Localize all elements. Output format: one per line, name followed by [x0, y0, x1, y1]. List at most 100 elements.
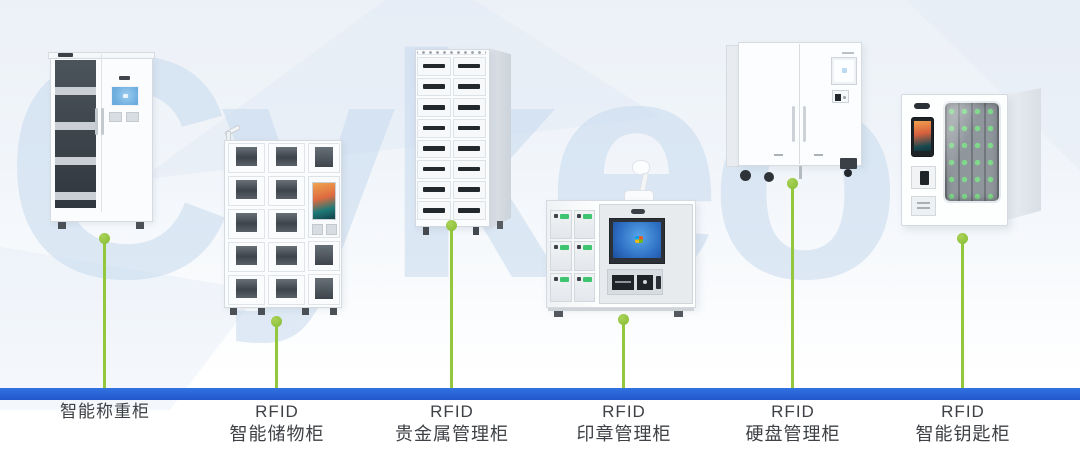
label-seal-cabinet: RFID 印章管理柜 — [534, 402, 714, 445]
label-weighing-cabinet: 智能称重柜 — [15, 402, 195, 422]
card-reader — [832, 90, 849, 103]
label-precious-metal-cabinet: RFID 贵金属管理柜 — [362, 402, 542, 445]
control-screen — [832, 58, 856, 84]
cabinet-foot — [230, 308, 237, 315]
control-panel — [607, 269, 663, 295]
cabinet-body — [738, 42, 862, 166]
locker-cell — [228, 209, 265, 239]
label-line: 智能钥匙柜 — [915, 424, 1011, 444]
connector-dot — [271, 316, 282, 327]
precious-metal-cabinet-image — [415, 45, 513, 237]
cabinet-foot — [58, 222, 66, 229]
cabinet-foot — [258, 308, 265, 315]
locker-cell — [228, 176, 265, 206]
cabinet-foot — [674, 311, 683, 317]
connector-line — [446, 220, 457, 388]
speaker-vent — [914, 103, 930, 109]
label-line: 硬盘管理柜 — [745, 424, 841, 444]
locker-cell — [550, 210, 572, 240]
cabinet-base — [548, 308, 694, 311]
cabinet-leg — [799, 166, 802, 179]
locker-cell — [452, 139, 486, 159]
door-handle — [792, 106, 795, 142]
card-reader — [326, 224, 337, 235]
locker-cell — [452, 98, 486, 117]
connector-line — [271, 316, 282, 388]
windows-screen — [613, 222, 661, 258]
locker-cell — [268, 275, 305, 305]
label-line: 智能储物柜 — [229, 424, 325, 444]
locker-cell — [452, 57, 486, 76]
locker-grid — [228, 143, 305, 305]
locker-cell — [228, 275, 265, 305]
reader-slot — [637, 275, 653, 290]
locker-cell — [417, 180, 451, 200]
door-seam — [799, 44, 800, 164]
caster-wheel — [844, 169, 852, 177]
cabinet-side — [490, 48, 511, 229]
label-line: RFID — [771, 402, 815, 421]
vent — [814, 154, 823, 156]
locker-cell — [268, 176, 305, 206]
locker-cell — [308, 143, 340, 173]
locker-cell — [417, 139, 451, 159]
locker-cell — [417, 98, 451, 117]
label-storage-locker: RFID 智能储物柜 — [187, 402, 367, 445]
card-reader — [126, 112, 139, 122]
cabinet-side — [1007, 88, 1041, 220]
keypad-box — [911, 196, 936, 216]
locker-grid — [550, 210, 595, 302]
control-panel — [308, 176, 340, 238]
cabinet-foot — [423, 227, 429, 235]
caster-wheel — [764, 172, 774, 182]
locker-cell — [268, 209, 305, 239]
connector-line — [787, 178, 798, 388]
label-line: RFID — [430, 402, 474, 421]
door-handle — [803, 106, 806, 142]
locker-cell — [228, 143, 265, 173]
locker-cell — [268, 143, 305, 173]
connector-line — [957, 233, 968, 388]
card-reader — [109, 112, 122, 122]
vent — [58, 53, 73, 57]
label-line: RFID — [941, 402, 985, 421]
locker-cell — [573, 210, 595, 240]
locker-cell — [228, 242, 265, 272]
led-indicator-row — [417, 46, 486, 55]
control-screen — [911, 117, 934, 157]
label-line: 智能称重柜 — [60, 402, 150, 421]
timeline-bar — [0, 388, 1080, 400]
connector-dot — [99, 233, 110, 244]
locker-cell — [452, 180, 486, 200]
cabinet-foot — [302, 308, 309, 315]
door-handle — [101, 108, 104, 135]
label-hard-drive-cabinet: RFID 硬盘管理柜 — [703, 402, 883, 445]
locker-cell — [550, 272, 572, 302]
locker-cell — [308, 241, 340, 271]
cabinet-foot — [497, 221, 503, 229]
locker-cell — [452, 160, 486, 179]
locker-cell — [417, 77, 451, 97]
power-unit — [840, 158, 857, 169]
label-line: 贵金属管理柜 — [395, 424, 509, 444]
connector-dot — [787, 178, 798, 189]
locker-cell — [308, 274, 340, 305]
connector-line — [618, 314, 629, 388]
glass-door — [55, 60, 96, 208]
drawer-grid — [417, 57, 486, 220]
connector-line — [99, 233, 110, 388]
connector-dot — [957, 233, 968, 244]
locker-cell — [417, 201, 451, 220]
locker-cell — [573, 272, 595, 302]
control-screen — [111, 86, 139, 106]
printer-slot — [612, 275, 634, 290]
locker-cell — [452, 77, 486, 97]
console-bezel — [599, 204, 693, 304]
connector-dot — [446, 220, 457, 231]
door-handle — [95, 108, 98, 135]
speaker-vent — [631, 209, 645, 214]
locker-cell — [417, 118, 451, 138]
locker-cell — [452, 118, 486, 138]
locker-cell — [573, 241, 595, 271]
